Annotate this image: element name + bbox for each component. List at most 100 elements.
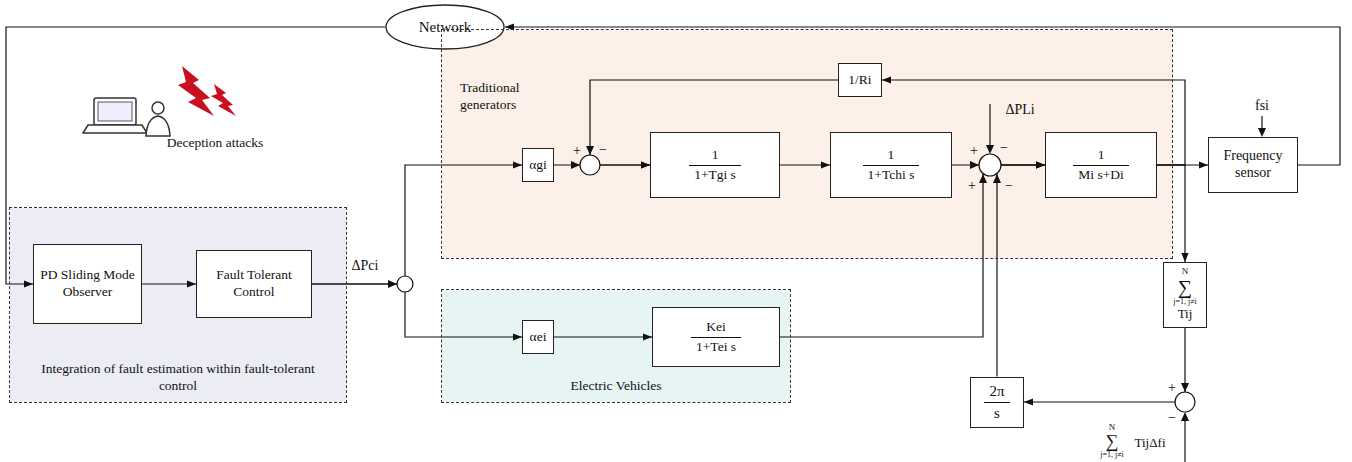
- node-text: 2π: [984, 381, 1009, 402]
- ev-block: Kei1+Tei s: [652, 307, 780, 367]
- sign-label: +: [970, 144, 978, 158]
- control-box: Fault Tolerant Control: [196, 250, 312, 318]
- node-subtext: j=1, j≠i: [1173, 297, 1197, 307]
- sign-label: +: [968, 179, 976, 193]
- lightning-bolt: [211, 84, 236, 116]
- region-fills: [10, 30, 1172, 402]
- node-subtext: 1+Tchi s: [863, 165, 920, 185]
- sign-label: −: [1005, 179, 1013, 193]
- ev-region: Electric Vehicles αei Kei1+Tei s: [442, 290, 790, 402]
- node-text: 1: [1073, 146, 1129, 165]
- laptop-display: [98, 102, 132, 121]
- signal-connector: [1157, 165, 1185, 262]
- node-text: αgi: [529, 157, 547, 174]
- node-content: PD Sliding Mode Observer: [40, 267, 135, 301]
- node-subtext: 1+Tgi s: [689, 165, 741, 185]
- node-content: 1Mi s+Di: [1073, 146, 1129, 185]
- region-fill: [442, 30, 1172, 258]
- sign-label: +: [573, 144, 581, 158]
- noise-input-line: [1261, 116, 1262, 130]
- summing-junction: [979, 154, 1001, 176]
- node-text: 1: [863, 146, 920, 165]
- hacker-icon: [83, 98, 170, 136]
- node-content: Frequency sensor: [1215, 148, 1291, 182]
- node-text: Electric Vehicles: [466, 378, 766, 395]
- node-text: 1/Ri: [848, 72, 871, 89]
- node-subtext: Mi s+Di: [1073, 165, 1129, 185]
- tie-input-line: [1184, 420, 1185, 462]
- node-content: 2πs: [984, 381, 1009, 424]
- sign-label: −: [599, 143, 607, 157]
- node-text: Network: [419, 19, 472, 36]
- node-text: 1: [689, 146, 741, 165]
- person-body: [146, 116, 170, 136]
- lightning-bolts: [178, 66, 236, 116]
- node-text: Traditional generators: [460, 80, 556, 114]
- arrowhead: [1181, 383, 1189, 392]
- arrowhead: [571, 161, 580, 169]
- signal-label: ΔPci: [352, 259, 379, 273]
- arrowhead: [993, 174, 1001, 183]
- node-content: Fault Tolerant Control: [203, 267, 305, 301]
- gain-block: αgi: [522, 148, 554, 182]
- node-subtext: 1+Tei s: [691, 337, 741, 357]
- node-text: N: [1182, 267, 1189, 277]
- signal-connector: [554, 336, 652, 337]
- attack-label: Deception attacks: [167, 136, 263, 150]
- laptop-screen: [94, 98, 136, 125]
- node-text: Fault Tolerant Control: [203, 267, 305, 301]
- sign-label: −: [1168, 411, 1176, 425]
- arrowhead: [970, 161, 979, 169]
- signal-label: ΔPLi: [1005, 103, 1034, 117]
- turbine-block: 11+Tchi s: [830, 132, 952, 198]
- arrowhead: [979, 174, 987, 183]
- summing-junction: [580, 155, 600, 175]
- gain-block: αei: [522, 320, 554, 354]
- node-content: Integration of fault estimation within f…: [10, 361, 346, 395]
- arrowhead: [1181, 412, 1189, 421]
- feedback-gain-block: 1/Ri: [838, 63, 882, 97]
- signal-label: TijΔfi: [1134, 436, 1165, 449]
- arrowhead: [1258, 128, 1266, 137]
- node-content: 11+Tgi s: [689, 146, 741, 185]
- arrowhead: [986, 145, 994, 154]
- sign-label: −: [1000, 141, 1008, 155]
- node-content: Kei1+Tei s: [691, 318, 741, 357]
- signal-connector: [142, 283, 196, 284]
- signal-connector: [312, 165, 522, 284]
- sum-block: N∑j=1, j≠iTij: [1163, 262, 1207, 328]
- signal-connector: [312, 284, 522, 337]
- generator-region: Traditional generatorsαgi1/Ri11+Tgi s11+…: [442, 30, 1172, 258]
- node-text: Integration of fault estimation within f…: [34, 361, 322, 395]
- sum-symbol: ∑: [1106, 432, 1119, 450]
- signal-connector: [997, 165, 1045, 377]
- inertia-block: 1Mi s+Di: [1045, 132, 1157, 198]
- node-content: 11+Tchi s: [863, 146, 920, 185]
- integrator-block: 2πs: [970, 377, 1024, 428]
- signal-connector: [590, 80, 838, 165]
- signal-connector: [780, 164, 830, 165]
- ellipse-shape: [386, 5, 504, 49]
- node-subtext: s: [984, 402, 1009, 424]
- node-text: αei: [530, 329, 547, 346]
- node-text: PD Sliding Mode Observer: [40, 267, 135, 301]
- laptop-base: [83, 125, 147, 133]
- person-head: [152, 102, 164, 114]
- node-content: Electric Vehicles: [442, 378, 790, 395]
- signal-label: fsi: [1255, 99, 1269, 113]
- node-content: αei: [530, 329, 547, 346]
- node-content: Traditional generators: [460, 80, 556, 114]
- observer-box: PD Sliding Mode Observer: [33, 244, 142, 324]
- sign-label: +: [1168, 381, 1176, 395]
- node-text: Kei: [691, 318, 741, 337]
- node-content: 1/Ri: [848, 72, 871, 89]
- governor-block: 11+Tgi s: [650, 132, 780, 198]
- lightning-bolt: [178, 66, 214, 116]
- node-subtext: ∑: [1178, 277, 1192, 297]
- signal-connector: [1024, 328, 1185, 402]
- sensor-box: Frequency sensor: [1208, 137, 1298, 193]
